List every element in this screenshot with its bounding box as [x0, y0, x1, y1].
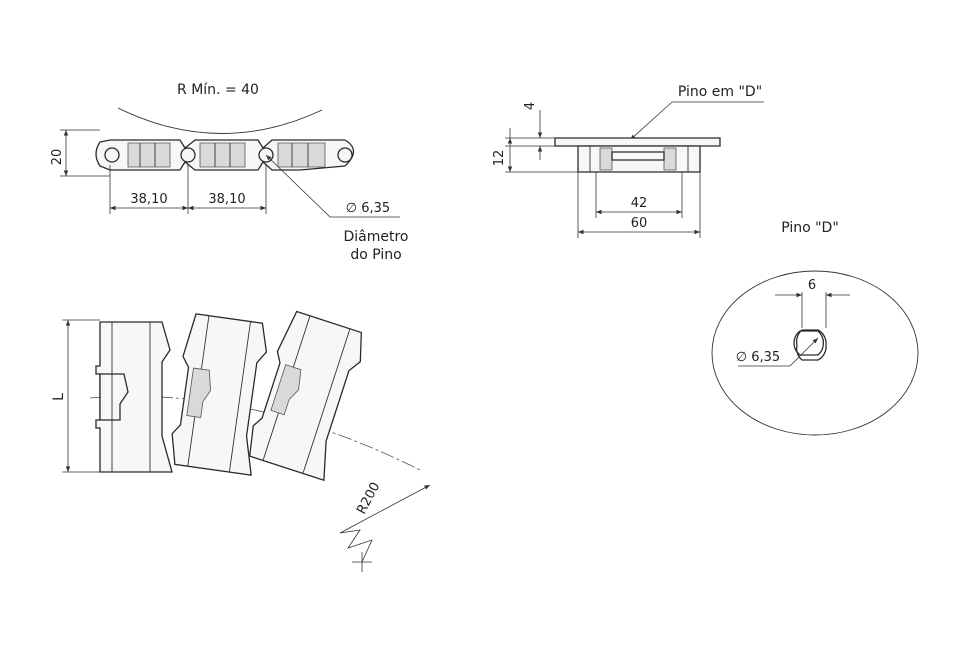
pin-hole-4 — [337, 147, 353, 163]
dim-pitch-1: 38,10 — [130, 192, 167, 207]
pin-body — [611, 151, 665, 161]
pin-hole-2 — [180, 147, 196, 163]
plate-1-tab — [99, 373, 129, 421]
dim-height-20: 20 — [50, 149, 65, 166]
radius-arc — [117, 107, 323, 134]
dim-4: 4 — [523, 102, 538, 110]
pin-d-callout: Pino em "D" — [678, 84, 762, 100]
pin-d-shape — [795, 329, 827, 361]
detail-circle — [711, 270, 919, 436]
dim-L: L — [51, 393, 67, 401]
chain-front-view: Pino em "D" 4 12 42 60 — [492, 84, 764, 238]
pin-d-diameter: ∅ 6,35 — [736, 350, 780, 365]
pin-d-detail: Pino "D" 6 ∅ 6,35 — [711, 220, 919, 436]
plate-2 — [171, 313, 268, 476]
dim-60: 60 — [631, 216, 648, 231]
radius-200-label: R200 — [354, 480, 383, 517]
radius-min-label: R Mín. = 40 — [177, 82, 259, 98]
pin-d-title: Pino "D" — [781, 220, 839, 236]
radius-break-line — [339, 529, 373, 563]
plate-3 — [249, 310, 363, 482]
chain-link-shading — [127, 142, 326, 168]
pin-diameter-label: ∅ 6,35 — [346, 201, 390, 216]
pin-d-profile — [793, 330, 824, 356]
pin-label-line2: do Pino — [350, 247, 401, 263]
hinge-shading — [599, 147, 677, 171]
curved-chain-top-view: L R200 — [51, 310, 431, 572]
dim-42: 42 — [631, 196, 648, 211]
plate-3-tab — [270, 364, 302, 416]
dim-pitch-2: 38,10 — [208, 192, 245, 207]
plate-2-tab — [186, 367, 211, 418]
top-plate — [554, 137, 721, 147]
pin-hole-1 — [104, 147, 120, 163]
dim-12: 12 — [492, 150, 507, 167]
plate-1 — [95, 321, 173, 473]
pin-d-width: 6 — [808, 278, 816, 293]
pin-label-line1: Diâmetro — [343, 229, 408, 245]
chain-side-view: R Mín. = 40 20 38,10 38,10 ∅ 6,35 Diâmet… — [50, 82, 409, 263]
